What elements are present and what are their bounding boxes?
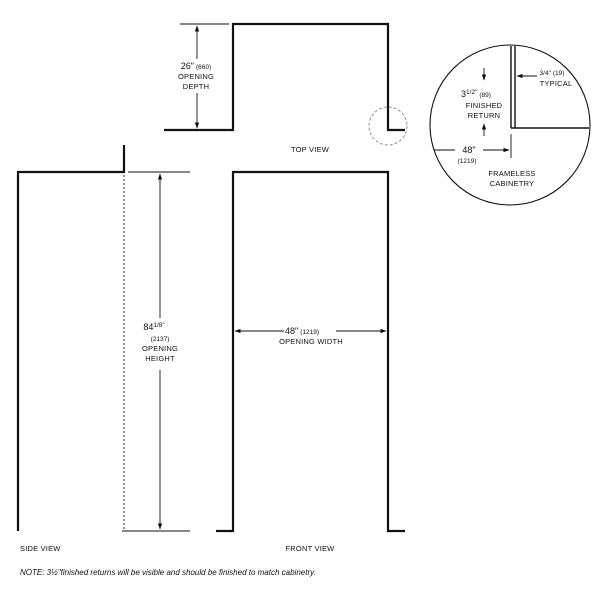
detail-callout-circle: [368, 106, 408, 146]
top-view-outline: [164, 22, 405, 132]
top-view-depth-inches: 26": [181, 61, 194, 71]
detail-return-whole: 3: [461, 89, 466, 99]
side-view-height-mm: (2137): [151, 336, 170, 343]
detail-frameless-line1: FRAMELESS: [488, 169, 535, 178]
front-view-width-label-mask: [284, 324, 336, 336]
detail-typical-mm: (19): [553, 70, 565, 77]
detail-typical-frac: 3/4": [540, 70, 552, 77]
detail-return-line2: RETURN: [468, 111, 500, 120]
footnote: NOTE: 3½"finished returns will be visibl…: [20, 568, 316, 577]
front-view-width-line1: OPENING WIDTH: [279, 337, 343, 346]
detail-width-label-mask: [455, 142, 483, 154]
top-view-label: TOP VIEW: [291, 145, 330, 154]
detail-return-mm: (89): [479, 92, 491, 99]
detail-width-inches: 48": [462, 145, 475, 155]
frameless-detail: 31/2"(89) FINISHED RETURN 3/4"(19) TYPIC…: [429, 44, 591, 206]
detail-typical-value: 3/4"(19): [540, 70, 565, 77]
front-view-outline: [216, 170, 405, 533]
side-view-outline: [16, 145, 126, 531]
side-view-height-line2: HEIGHT: [145, 354, 175, 363]
side-view: 841/8" (2137) OPENING HEIGHT SIDE VIEW: [16, 145, 190, 553]
side-view-height-frac: 1/8": [153, 322, 165, 329]
top-view-depth-mm: (660): [196, 64, 211, 71]
top-view-depth-line2: DEPTH: [183, 82, 209, 91]
top-view-depth-label: 26"(660): [181, 61, 211, 71]
detail-return-frac: 1/2": [466, 89, 478, 96]
front-view: 48"(1219) OPENING WIDTH FRONT VIEW: [216, 170, 405, 553]
front-view-width-value: 48"(1219): [285, 326, 319, 336]
top-view-depth-label-mask: [172, 59, 220, 93]
side-view-height-value: 841/8": [143, 322, 165, 332]
side-view-height-line1: OPENING: [142, 344, 178, 353]
detail-frameless-line2: CABINETRY: [490, 179, 535, 188]
detail-return-line1: FINISHED: [466, 101, 503, 110]
detail-width-mm: (1219): [458, 158, 477, 165]
front-view-width-mm: (1219): [300, 329, 319, 336]
top-view-depth-line1: OPENING: [178, 72, 214, 81]
detail-typical-label: TYPICAL: [540, 79, 573, 88]
detail-return-value: 31/2"(89): [461, 89, 491, 99]
top-view: 26"(660) OPENING DEPTH TOP VIEW: [164, 22, 408, 154]
detail-circle: [429, 44, 591, 206]
side-view-label: SIDE VIEW: [20, 544, 61, 553]
front-view-label: FRONT VIEW: [286, 544, 336, 553]
front-view-width-inches: 48": [285, 326, 298, 336]
side-view-height-label-mask: [136, 318, 184, 370]
side-view-height-whole: 84: [143, 322, 153, 332]
